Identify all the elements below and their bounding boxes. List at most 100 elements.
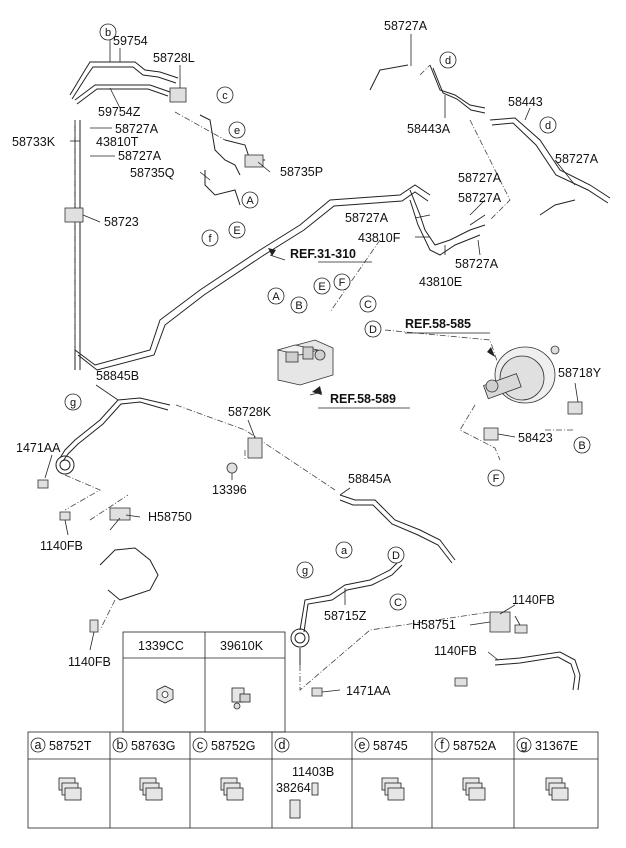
legend-letter-a: a — [35, 738, 42, 752]
label-1471AA-left: 1471AA — [16, 441, 61, 455]
svg-text:F: F — [493, 473, 500, 485]
circle-marker-a-low: a — [335, 541, 353, 559]
circle-marker-a-abs: A — [267, 287, 285, 305]
label-H58751: H58751 — [412, 618, 456, 632]
label-59754Z: 59754Z — [98, 105, 141, 119]
legend-part-e: 58745 — [373, 739, 408, 753]
clip-f-icon — [462, 777, 486, 801]
bracket-58718Y[interactable] — [567, 401, 583, 415]
legend-letter-f: f — [440, 738, 444, 752]
grommet-58728K[interactable] — [247, 437, 263, 459]
pipe-59754Z[interactable] — [74, 84, 171, 101]
bolt-1140FB-a[interactable] — [59, 511, 71, 521]
legend-part-b: 58763G — [131, 739, 175, 753]
clip-1471AA-left[interactable] — [37, 479, 49, 489]
coil-58845B-inner — [59, 459, 71, 471]
label-58715Z: 58715Z — [324, 609, 367, 623]
label-1140FB-r2: 1140FB — [434, 644, 477, 658]
header-39610K: 39610K — [220, 639, 264, 653]
pipe-58845A-inner — [339, 499, 453, 564]
callout-leaders — [44, 34, 579, 693]
hose-lower-right[interactable] — [494, 651, 581, 691]
pipe-main-diagonal[interactable] — [74, 184, 431, 366]
circle-marker-f-right: F — [487, 469, 505, 487]
pipe-43810E[interactable] — [409, 199, 481, 256]
svg-text:d: d — [445, 55, 451, 67]
coil-58715Z — [290, 628, 310, 648]
bracket-58423[interactable] — [483, 427, 499, 441]
pipe-tr-flex-right[interactable] — [539, 199, 576, 216]
circle-marker-f-top: f — [201, 229, 219, 247]
clip-a-icon — [58, 777, 82, 801]
legend-part-g: 31367E — [535, 739, 578, 753]
svg-text:E: E — [318, 281, 325, 293]
bolt-1140FB-r2[interactable] — [454, 677, 468, 687]
legend-letter-g: g — [521, 738, 528, 752]
clip-e-icon — [381, 777, 405, 801]
label-58727A-2: 58727A — [118, 149, 162, 163]
pipe-59754[interactable] — [69, 61, 179, 96]
svg-text:g: g — [70, 397, 76, 409]
abs-hydraulic-unit[interactable] — [276, 339, 334, 386]
clip-58723[interactable] — [64, 207, 84, 223]
pipe-58845A[interactable] — [339, 494, 456, 561]
label-ref-31-310[interactable]: REF.31-310 — [290, 247, 356, 261]
pipe-43810F[interactable] — [409, 189, 486, 246]
arrow-ref-31-310 — [268, 248, 276, 256]
label-58845A: 58845A — [348, 472, 392, 486]
label-43810E: 43810E — [419, 275, 462, 289]
bracket-58728L[interactable] — [169, 87, 187, 103]
pipe-58443-inner — [491, 122, 609, 204]
circle-marker-b-top: b — [99, 23, 117, 41]
pipe-58735Q[interactable] — [199, 114, 241, 176]
clip-58735P[interactable] — [244, 154, 264, 168]
brake-booster[interactable] — [482, 345, 560, 404]
bracket-H58751[interactable] — [489, 611, 511, 633]
circle-marker-b-right: B — [573, 436, 591, 454]
svg-text:D: D — [392, 550, 400, 562]
clip-b-icon — [139, 777, 163, 801]
label-H58750: H58750 — [148, 510, 192, 524]
grommet-13396[interactable] — [226, 462, 238, 474]
clip-1471AA-low[interactable] — [311, 687, 323, 697]
label-ref-58-585[interactable]: REF.58-585 — [405, 317, 471, 331]
label-58718Y: 58718Y — [558, 366, 602, 380]
svg-text:c: c — [222, 90, 228, 102]
svg-text:E: E — [233, 225, 240, 237]
label-58727A-mid3: 58727A — [345, 211, 389, 225]
clip-39610K-icon — [231, 687, 251, 710]
label-58845B: 58845B — [96, 369, 139, 383]
pipe-58845B[interactable] — [59, 397, 171, 459]
circle-marker-d-low: D — [387, 546, 405, 564]
legend-letter-e: e — [359, 738, 366, 752]
bolt-1140FB-r1[interactable] — [514, 624, 528, 634]
hose-lower-left[interactable] — [99, 547, 159, 601]
label-58727A-1: 58727A — [115, 122, 159, 136]
label-1471AA-low: 1471AA — [346, 684, 391, 698]
circle-marker-g-left: g — [64, 393, 82, 411]
bracket-H58750[interactable] — [109, 507, 131, 521]
svg-text:A: A — [246, 195, 254, 207]
small-parts-table: 1339CC 39610K — [122, 631, 286, 733]
pipe-58443[interactable] — [489, 117, 611, 199]
pipe-58443A[interactable] — [429, 64, 486, 109]
label-1140FB-b: 1140FB — [68, 655, 111, 669]
label-1140FB-a: 1140FB — [40, 539, 83, 553]
label-43810F: 43810F — [358, 231, 401, 245]
brake-pipes — [55, 61, 611, 691]
pipe-tr-flex[interactable] — [369, 64, 409, 91]
label-58733K: 58733K — [12, 135, 56, 149]
label-ref-58-589[interactable]: REF.58-589 — [330, 392, 396, 406]
svg-text:a: a — [341, 545, 348, 557]
svg-text:F: F — [339, 277, 346, 289]
bolt-1140FB-b[interactable] — [89, 619, 99, 633]
pipe-58715Z[interactable] — [299, 559, 401, 631]
label-58735Q: 58735Q — [130, 166, 175, 180]
clip-c-icon — [220, 777, 244, 801]
label-58443A: 58443A — [407, 122, 451, 136]
arrow-ref-58-589 — [312, 386, 322, 395]
